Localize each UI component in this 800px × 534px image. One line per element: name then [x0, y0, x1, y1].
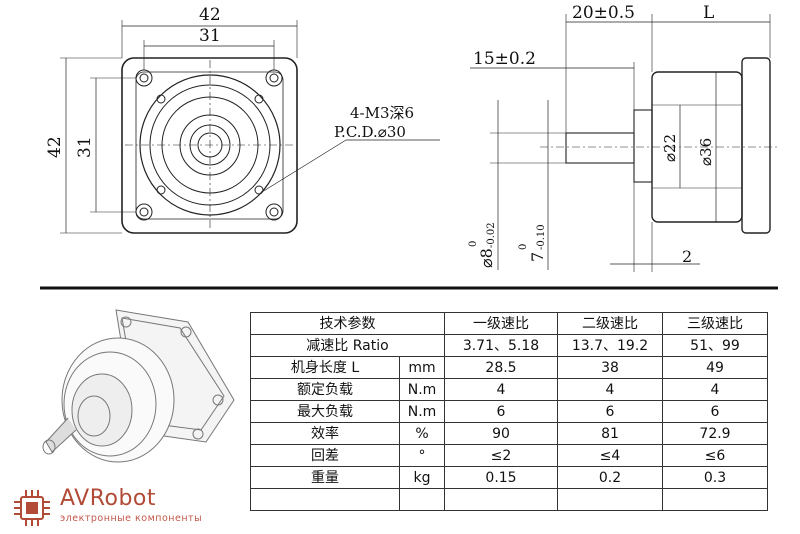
dim-length: L: [703, 3, 714, 23]
row-v2: 0.2: [557, 466, 663, 489]
dim-height-inner: 31: [75, 136, 95, 158]
logo-brand: AVRobot: [60, 486, 157, 511]
table-row: 效率 % 90 81 72.9: [250, 422, 768, 445]
dim-flat-tol-lower: -0.10: [536, 224, 547, 250]
dim-flange: 20±0.5: [572, 3, 635, 23]
row-unit: %: [399, 422, 445, 445]
header-param: 技术参数: [250, 312, 445, 335]
row-v1: 6: [444, 400, 558, 423]
row-param: 额定负载: [250, 378, 400, 401]
table-row: 重量 kg 0.15 0.2 0.3: [250, 466, 768, 489]
row-v1: 0.15: [444, 466, 558, 489]
row-v1: 3.71、5.18: [444, 334, 558, 357]
row-unit: N.m: [399, 378, 445, 401]
dim-flat-tol-upper: 0: [518, 244, 529, 250]
row-unit: [399, 488, 445, 511]
header-stage2: 二级速比: [557, 312, 663, 335]
header-stage3: 三级速比: [662, 312, 768, 335]
row-param: 回差: [250, 444, 400, 467]
row-v3: 51、99: [662, 334, 768, 357]
row-v2: ≤4: [557, 444, 663, 467]
dim-flat: 7: [528, 252, 547, 262]
dim-height-outer: 42: [45, 136, 65, 158]
gearbox-illustration: [42, 309, 235, 463]
row-v1: 90: [444, 422, 558, 445]
spec-table: 技术参数 一级速比 二级速比 三级速比 减速比 Ratio 3.71、5.18 …: [250, 312, 768, 511]
dim-width-outer: 42: [199, 5, 221, 25]
hole-note-line2: P.C.D.⌀30: [334, 123, 406, 141]
dim-step: 2: [682, 247, 692, 266]
table-row: 额定负载 N.m 4 4 4: [250, 378, 768, 401]
row-v3: ≤6: [662, 444, 768, 467]
table-header-row: 技术参数 一级速比 二级速比 三级速比: [250, 312, 768, 335]
technical-drawing: 42 31 42 31 4-M3深6 P.C.D.⌀30 20±0.5 L 15…: [40, 3, 780, 290]
dim-shaft-tol-lower: -0.02: [486, 222, 497, 248]
row-v3: 4: [662, 378, 768, 401]
dim-shaft-diameter: ⌀8: [477, 248, 496, 268]
row-v2: 81: [557, 422, 663, 445]
row-unit: mm: [399, 356, 445, 379]
table-row: 回差 ° ≤2 ≤4 ≤6: [250, 444, 768, 467]
row-unit: °: [399, 444, 445, 467]
dim-d36: ⌀36: [697, 138, 715, 166]
row-v2: 4: [557, 378, 663, 401]
dim-width-inner: 31: [199, 26, 221, 46]
table-row: 最大负载 N.m 6 6 6: [250, 400, 768, 423]
row-v2: 13.7、19.2: [557, 334, 663, 357]
row-v3: 6: [662, 400, 768, 423]
row-param: 效率: [250, 422, 400, 445]
row-v3: 72.9: [662, 422, 768, 445]
dim-shaft-tol-upper: 0: [468, 241, 479, 247]
side-view: [470, 14, 780, 272]
dim-shaft-length: 15±0.2: [473, 49, 536, 69]
row-v3: [662, 488, 768, 511]
row-v1: ≤2: [444, 444, 558, 467]
row-unit: kg: [399, 466, 445, 489]
row-param: 重量: [250, 466, 400, 489]
row-v2: [557, 488, 663, 511]
row-param: 最大负载: [250, 400, 400, 423]
row-v1: 4: [444, 378, 558, 401]
front-view: [60, 20, 440, 234]
row-param: 机身长度 L: [250, 356, 400, 379]
chip-icon: [14, 490, 50, 526]
row-unit: N.m: [399, 400, 445, 423]
row-v1: 28.5: [444, 356, 558, 379]
row-v1: [444, 488, 558, 511]
row-param: 减速比 Ratio: [250, 334, 445, 357]
row-v3: 49: [662, 356, 768, 379]
row-v2: 6: [557, 400, 663, 423]
dim-d22: ⌀22: [661, 134, 679, 162]
header-stage1: 一级速比: [444, 312, 558, 335]
table-row: [250, 488, 768, 511]
row-param: [250, 488, 400, 511]
row-v3: 0.3: [662, 466, 768, 489]
row-v2: 38: [557, 356, 663, 379]
avrobot-logo: AVRobot электронные компоненты: [12, 486, 232, 528]
hole-note-line1: 4-M3深6: [350, 104, 414, 122]
table-row: 机身长度 L mm 28.5 38 49: [250, 356, 768, 379]
logo-subtitle: электронные компоненты: [60, 513, 203, 524]
table-row: 减速比 Ratio 3.71、5.18 13.7、19.2 51、99: [250, 334, 768, 357]
